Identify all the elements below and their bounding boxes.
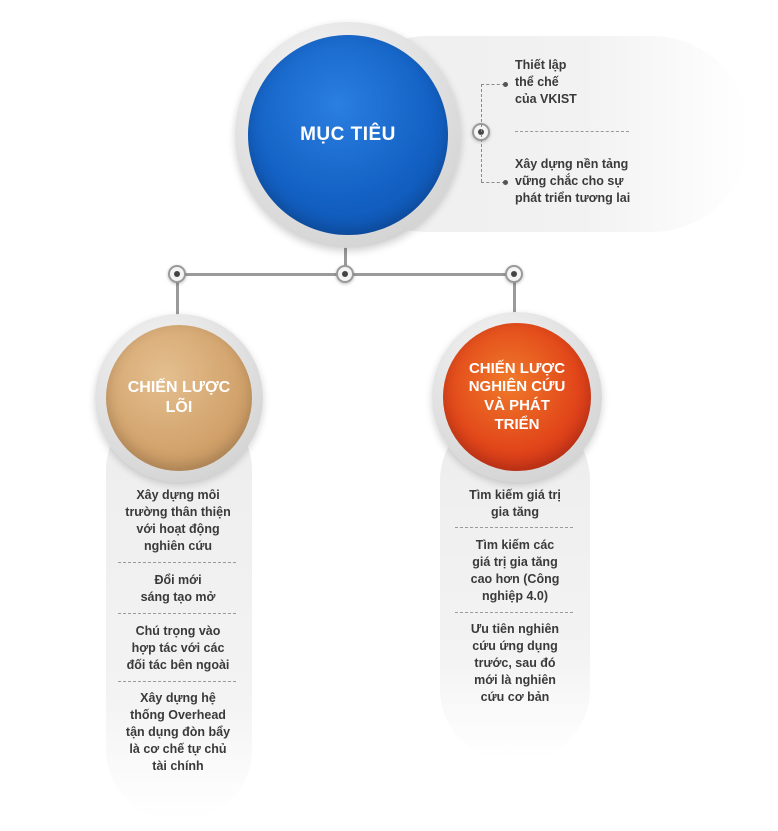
goal-disc: MỤC TIÊU — [248, 35, 448, 235]
core-item: Xây dựng môi trường thân thiện với hoạt … — [125, 488, 231, 553]
core-item: Chú trọng vào hợp tác với các đối tác bê… — [126, 624, 230, 672]
core-strategy-disc: CHIẾN LƯỢC LÕI — [106, 325, 252, 471]
goal-item: Xây dựng nền tảng vững chắc cho sự phát … — [515, 157, 631, 205]
core-item: Đổi mới sáng tạo mở — [140, 573, 216, 604]
core-strategy-circle: CHIẾN LƯỢC LÕI — [95, 314, 263, 482]
right-node — [505, 265, 523, 283]
core-separator — [118, 681, 236, 682]
center-node — [336, 265, 354, 283]
rnd-connector — [513, 274, 516, 314]
goal-bullet — [503, 180, 508, 185]
rnd-item: Ưu tiên nghiên cứu ứng dụng trước, sau đ… — [470, 622, 560, 704]
rnd-strategy-circle: CHIẾN LƯỢC NGHIÊN CỨU VÀ PHÁT TRIỂN — [432, 312, 602, 482]
core-separator — [118, 613, 236, 614]
goal-bracket-top — [481, 84, 505, 85]
core-connector — [176, 274, 179, 316]
goal-item: Thiết lập thể chế của VKIST — [515, 58, 577, 106]
rnd-title-line: VÀ PHÁT — [484, 397, 550, 414]
core-title-line: LÕI — [165, 399, 193, 416]
rnd-separator — [455, 612, 573, 613]
goal-bracket-bottom — [481, 182, 505, 183]
core-item: Xây dựng hệ thống Overhead tận dụng đòn … — [125, 691, 231, 773]
rnd-separator — [455, 527, 573, 528]
goal-connector — [344, 246, 347, 274]
rnd-strategy-disc: CHIẾN LƯỢC NGHIÊN CỨU VÀ PHÁT TRIỂN — [443, 323, 591, 471]
goal-title: MỤC TIÊU — [300, 124, 396, 146]
left-node — [168, 265, 186, 283]
rnd-item: Tìm kiếm các giá trị gia tăng cao hơn (C… — [470, 538, 560, 603]
goal-bracket-vertical — [481, 84, 482, 182]
rnd-title-line: TRIỂN — [494, 415, 540, 433]
core-separator — [118, 562, 236, 563]
rnd-title-line: CHIẾN LƯỢC — [468, 359, 566, 377]
rnd-item: Tìm kiếm giá trị gia tăng — [469, 488, 561, 519]
rnd-title-line: NGHIÊN CỨU — [468, 378, 566, 396]
goal-circle: MỤC TIÊU — [235, 22, 461, 248]
core-title-line: CHIẾN LƯỢC — [127, 379, 231, 396]
goal-separator — [515, 131, 629, 132]
goal-bullet — [503, 82, 508, 87]
